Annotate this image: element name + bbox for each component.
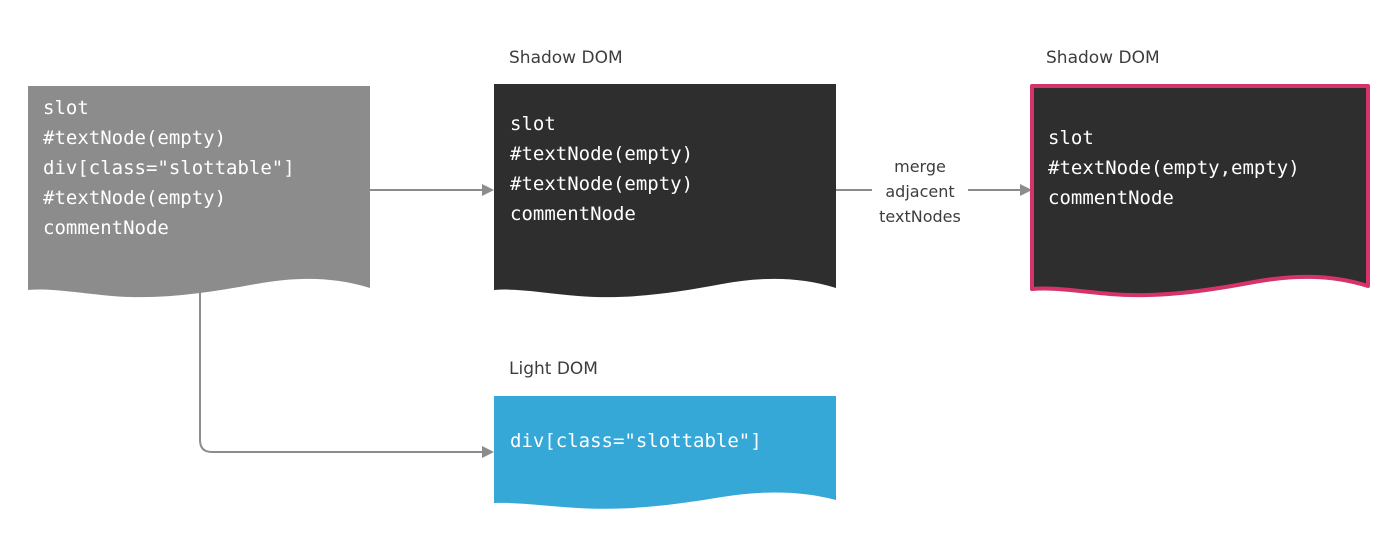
source-document: slot #textNode(empty) div[class="slottab… [28, 86, 370, 298]
connector-source-to-light [199, 292, 494, 458]
light-line-1: div[class="slottable"] [510, 430, 762, 452]
light-document: div[class="slottable"] [494, 396, 836, 509]
shadow-after-document: slot #textNode(empty,empty) commentNode [1030, 84, 1370, 298]
source-line-5: commentNode [43, 217, 169, 239]
source-line-3: div[class="slottable"] [43, 157, 295, 179]
source-line-4: #textNode(empty) [43, 187, 226, 209]
shadow-after-line-2: #textNode(empty,empty) [1048, 157, 1300, 179]
merge-label-line-3: textNodes [879, 207, 961, 226]
shadow-after-heading: Shadow DOM [1046, 48, 1160, 68]
shadow-after-line-3: commentNode [1048, 187, 1174, 209]
shadow-before-line-1: slot [510, 113, 556, 135]
shadow-before-heading: Shadow DOM [509, 48, 623, 68]
light-document-shape [494, 396, 836, 509]
merge-label-line-1: merge [894, 157, 946, 176]
light-heading: Light DOM [509, 359, 598, 379]
source-line-1: slot [43, 97, 89, 119]
shadow-after-line-1: slot [1048, 127, 1094, 149]
shadow-before-document: slot #textNode(empty) #textNode(empty) c… [494, 84, 836, 298]
merge-label-line-2: adjacent [885, 182, 954, 201]
merge-label: merge adjacent textNodes [879, 157, 961, 226]
shadow-before-line-2: #textNode(empty) [510, 143, 693, 165]
shadow-after-document-shape [1030, 84, 1370, 298]
source-line-2: #textNode(empty) [43, 127, 226, 149]
shadow-before-line-3: #textNode(empty) [510, 173, 693, 195]
source-document-shape [28, 86, 370, 298]
shadow-before-document-shape [494, 84, 836, 298]
shadow-before-line-4: commentNode [510, 203, 636, 225]
